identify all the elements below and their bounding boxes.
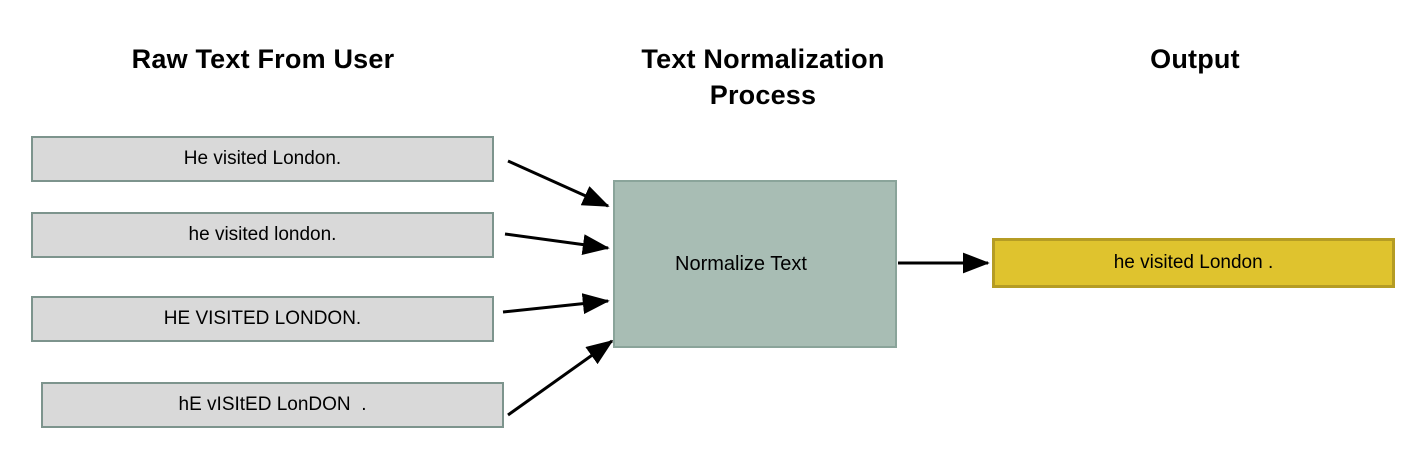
arrow-input-1-to-process bbox=[507, 159, 610, 208]
input-box-2-label: he visited london. bbox=[188, 224, 337, 245]
arrow-input-3-to-process bbox=[502, 293, 610, 315]
column-heading-output: Output bbox=[1150, 44, 1240, 74]
input-box-3[interactable]: HE VISITED LONDON. bbox=[31, 296, 494, 342]
process-box-normalize-text[interactable]: Normalize Text bbox=[613, 180, 897, 348]
input-box-4-label: hE vISItED LonDON . bbox=[178, 394, 367, 415]
column-heading-raw-text: Raw Text From User bbox=[131, 44, 395, 74]
output-box-label: he visited London . bbox=[1113, 252, 1274, 273]
arrow-input-2-to-process bbox=[504, 232, 610, 256]
process-box-label: Normalize Text bbox=[675, 252, 807, 275]
input-box-1-label: He visited London. bbox=[183, 148, 342, 169]
output-box[interactable]: he visited London . bbox=[992, 238, 1395, 288]
arrow-input-4-to-process bbox=[507, 339, 614, 417]
column-heading-text-normalization-process: Text Normalization Process bbox=[641, 44, 885, 110]
input-box-4[interactable]: hE vISItED LonDON . bbox=[41, 382, 504, 428]
input-box-2[interactable]: he visited london. bbox=[31, 212, 494, 258]
input-box-1[interactable]: He visited London. bbox=[31, 136, 494, 182]
input-box-3-label: HE VISITED LONDON. bbox=[163, 308, 362, 329]
